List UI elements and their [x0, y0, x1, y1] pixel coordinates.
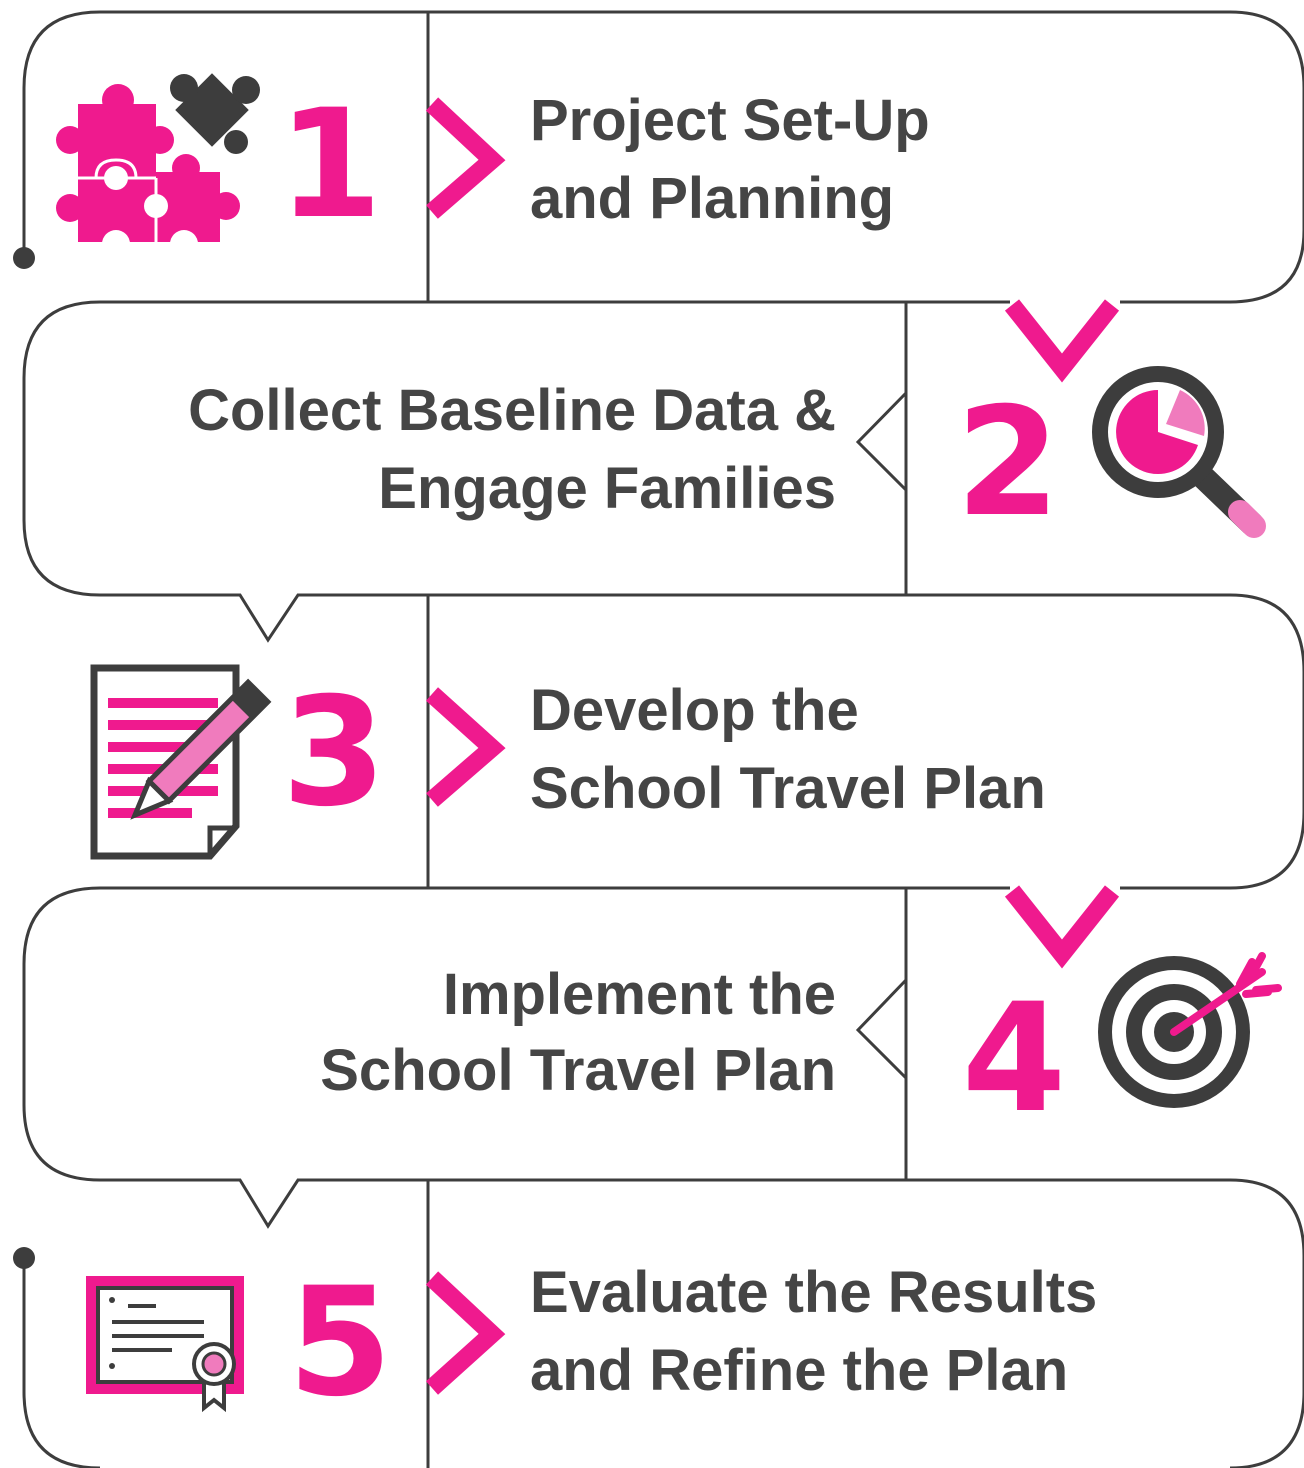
- end-dot: [13, 1247, 35, 1269]
- step-number: 1: [278, 78, 382, 252]
- document-pencil-icon: [90, 664, 272, 860]
- step-title-line1: Implement the: [443, 962, 836, 1027]
- certificate-icon: [86, 1276, 244, 1413]
- step-title-line1: Project Set-Up: [530, 88, 930, 153]
- step-4: Implement the School Travel Plan 4: [320, 952, 1282, 1146]
- step-title-line1: Collect Baseline Data &: [188, 378, 836, 443]
- chevron-right-icon: [425, 687, 506, 807]
- step-title-line2: School Travel Plan: [530, 756, 1046, 821]
- chevron-right-icon: [425, 97, 506, 219]
- chevron-down-icon: [1004, 299, 1120, 383]
- target-arrow-icon: [1098, 952, 1282, 1108]
- start-dot: [13, 247, 35, 269]
- step-title-line2: Engage Families: [378, 456, 836, 521]
- chevrons: [425, 97, 1120, 1395]
- step-number: 5: [288, 1256, 392, 1430]
- step-title-line1: Develop the: [530, 678, 859, 743]
- magnifier-pie-chart-icon: [1092, 366, 1266, 538]
- step-title-line2: and Planning: [530, 166, 894, 231]
- flow-outline: [13, 10, 1304, 1468]
- puzzle-pieces-icon: [56, 73, 260, 258]
- step-title-line2: School Travel Plan: [320, 1038, 836, 1103]
- step-1: 1 Project Set-Up and Planning: [56, 73, 930, 258]
- step-number: 3: [282, 666, 386, 840]
- step-5: 5 Evaluate the Results and Refine the Pl…: [86, 1256, 1097, 1430]
- step-3: 3 Develop the School Travel Plan: [90, 664, 1046, 860]
- step-number: 2: [956, 376, 1060, 550]
- step-title-line1: Evaluate the Results: [530, 1260, 1097, 1325]
- step-title-line2: and Refine the Plan: [530, 1338, 1068, 1403]
- step-2: Collect Baseline Data & Engage Families …: [188, 366, 1266, 550]
- step-number: 4: [962, 972, 1066, 1146]
- chevron-down-icon: [1004, 885, 1120, 969]
- chevron-right-icon: [425, 1271, 506, 1395]
